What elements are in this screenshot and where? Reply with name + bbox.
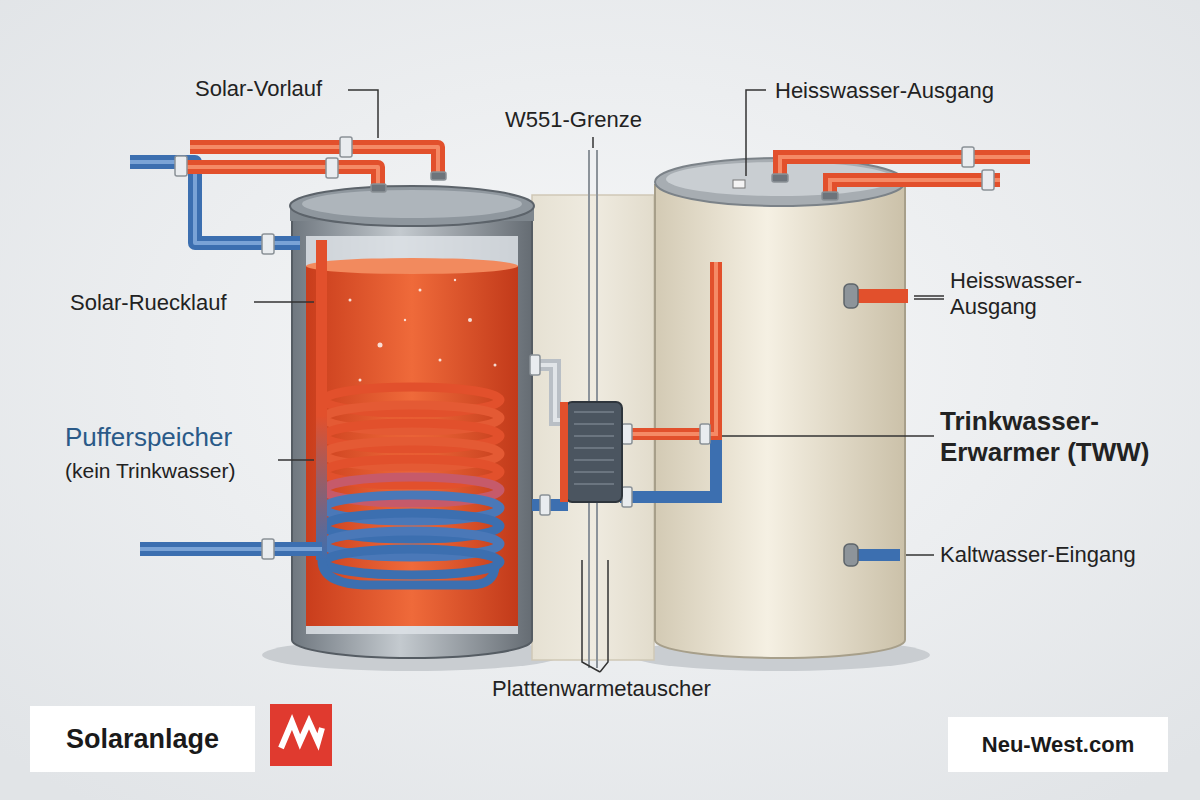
callout-label: Solar-Ruecklauf bbox=[70, 290, 227, 316]
callout-label: Heisswasser-Ausgang bbox=[775, 78, 994, 104]
callout-label: Plattenwarmetauscher bbox=[492, 676, 711, 702]
callout-label: (kein Trinkwasser) bbox=[65, 458, 235, 483]
box-text: Solaranlage bbox=[66, 724, 219, 755]
box-text: Neu-West.com bbox=[982, 732, 1134, 758]
callout-label: Solar-Vorlauf bbox=[195, 76, 322, 102]
callout-label: Heisswasser- Ausgang bbox=[950, 268, 1110, 321]
callout-label: Trinkwasser- Erwarmer (TWW) bbox=[940, 406, 1185, 468]
callout-label: W551-Grenze bbox=[505, 107, 642, 133]
site-box: Neu-West.com bbox=[948, 717, 1168, 772]
callout-label: Pufferspeicher bbox=[65, 422, 232, 453]
callout-label: Kaltwasser-Eingang bbox=[940, 542, 1136, 568]
brand-box: Solaranlage bbox=[30, 706, 255, 772]
